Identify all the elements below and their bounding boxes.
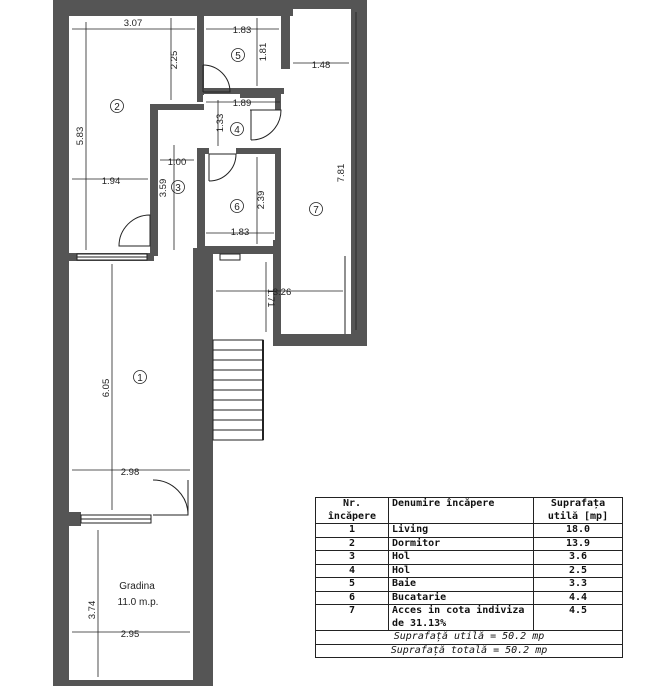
header-room-number: Nr. încăpere xyxy=(315,497,389,524)
garden-label: Gradina xyxy=(119,581,155,592)
dim-1-81: 1.81 xyxy=(258,43,269,62)
row-name: Acces in cota indiviza de 31.13% xyxy=(388,604,534,631)
legend-row: 5 Baie 3.3 xyxy=(315,577,623,592)
room-number-4: 4 xyxy=(234,125,240,136)
row-name: Bucatarie xyxy=(388,590,534,605)
legend-row: 6 Bucatarie 4.4 xyxy=(315,590,623,605)
row-number: 7 xyxy=(315,604,389,631)
dim-3-07: 3.07 xyxy=(124,18,143,29)
legend-row: 4 Hol 2.5 xyxy=(315,563,623,578)
dim-7-81: 7.81 xyxy=(336,164,347,183)
dim-6-05: 6.05 xyxy=(101,379,112,398)
dim-1-89: 1.89 xyxy=(233,98,252,109)
dim-1-83-kitchen: 1.83 xyxy=(231,227,250,238)
room-number-3: 3 xyxy=(175,183,181,194)
row-area: 4.5 xyxy=(533,604,623,631)
row-area: 2.5 xyxy=(533,563,623,578)
dimension-lines xyxy=(72,12,357,677)
legend-row: 7 Acces in cota indiviza de 31.13% 4.5 xyxy=(315,604,623,631)
header-room-name: Denumire încăpere xyxy=(388,497,534,524)
row-number: 4 xyxy=(315,563,389,578)
row-name: Hol xyxy=(388,550,534,565)
row-area: 13.9 xyxy=(533,536,623,551)
row-name: Dormitor xyxy=(388,536,534,551)
row-name: Hol xyxy=(388,563,534,578)
dim-1-83-bath: 1.83 xyxy=(233,25,252,36)
row-area: 3.6 xyxy=(533,550,623,565)
row-number: 3 xyxy=(315,550,389,565)
row-number: 1 xyxy=(315,523,389,538)
useful-area-total: Suprafață utilă = 50.2 mp xyxy=(315,630,623,645)
legend-header-row: Nr. încăpere Denumire încăpere Suprafața… xyxy=(315,497,623,524)
row-area: 3.3 xyxy=(533,577,623,592)
room-number-5: 5 xyxy=(235,51,241,62)
dim-2-25: 2.25 xyxy=(169,51,180,70)
legend-row: 3 Hol 3.6 xyxy=(315,550,623,565)
windows xyxy=(76,253,241,524)
row-number: 5 xyxy=(315,577,389,592)
legend-row: 2 Dormitor 13.9 xyxy=(315,536,623,551)
total-area-row: Suprafață totală = 50.2 mp xyxy=(315,643,623,658)
dim-3-74: 3.74 xyxy=(87,601,98,620)
dim-3-26: 3.26 xyxy=(273,287,292,298)
dim-2-39: 2.39 xyxy=(256,191,267,210)
dim-1-71: 1.71 xyxy=(265,289,276,308)
total-area: Suprafață totală = 50.2 mp xyxy=(315,643,623,658)
row-area: 18.0 xyxy=(533,523,623,538)
legend-row: 1 Living 18.0 xyxy=(315,523,623,538)
garden-area: 11.0 m.p. xyxy=(118,597,159,608)
row-area: 4.4 xyxy=(533,590,623,605)
dim-1-94: 1.94 xyxy=(102,176,121,187)
useful-area-total-row: Suprafață utilă = 50.2 mp xyxy=(315,630,623,645)
header-room-area: Suprafața utilă [mp] xyxy=(533,497,623,524)
dim-2-95: 2.95 xyxy=(121,629,140,640)
dim-1-48: 1.48 xyxy=(312,60,331,71)
room-number-6: 6 xyxy=(234,202,240,213)
row-number: 2 xyxy=(315,536,389,551)
room-number-2: 2 xyxy=(114,102,120,113)
dim-1-00: 1.00 xyxy=(168,157,187,168)
row-name: Baie xyxy=(388,577,534,592)
room-number-7: 7 xyxy=(313,205,319,216)
room-number-1: 1 xyxy=(137,373,143,384)
stairs xyxy=(212,339,264,441)
room-legend-table: Nr. încăpere Denumire încăpere Suprafața… xyxy=(315,497,623,658)
dim-2-98: 2.98 xyxy=(121,467,140,478)
dim-5-83: 5.83 xyxy=(75,127,86,146)
dim-1-33: 1.33 xyxy=(215,114,226,133)
room-markers: 2 3 5 4 6 7 1 xyxy=(110,48,323,384)
dim-3-59: 3.59 xyxy=(158,179,169,198)
row-name: Living xyxy=(388,523,534,538)
row-number: 6 xyxy=(315,590,389,605)
doors xyxy=(118,64,282,516)
